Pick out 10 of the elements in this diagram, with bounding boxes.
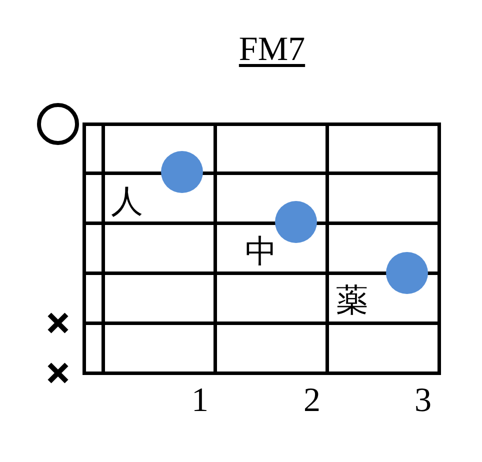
finger-label: 薬 xyxy=(336,284,368,316)
finger-label: 人 xyxy=(111,185,143,217)
finger-dot xyxy=(386,252,428,294)
fret-number: 1 xyxy=(192,384,208,418)
fret-number: 3 xyxy=(414,384,432,418)
fret-number: 2 xyxy=(304,384,320,418)
finger-dot xyxy=(275,201,317,243)
chord-title: FM7 xyxy=(238,33,306,67)
finger-dot xyxy=(161,151,203,193)
finger-label: 中 xyxy=(245,235,277,267)
